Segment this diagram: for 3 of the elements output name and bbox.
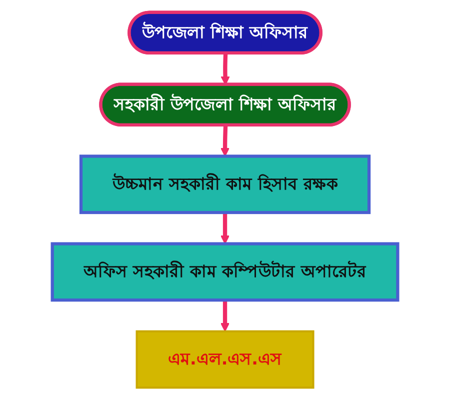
arrow [220,300,230,332]
arrow [220,212,230,244]
arrow [220,125,230,157]
